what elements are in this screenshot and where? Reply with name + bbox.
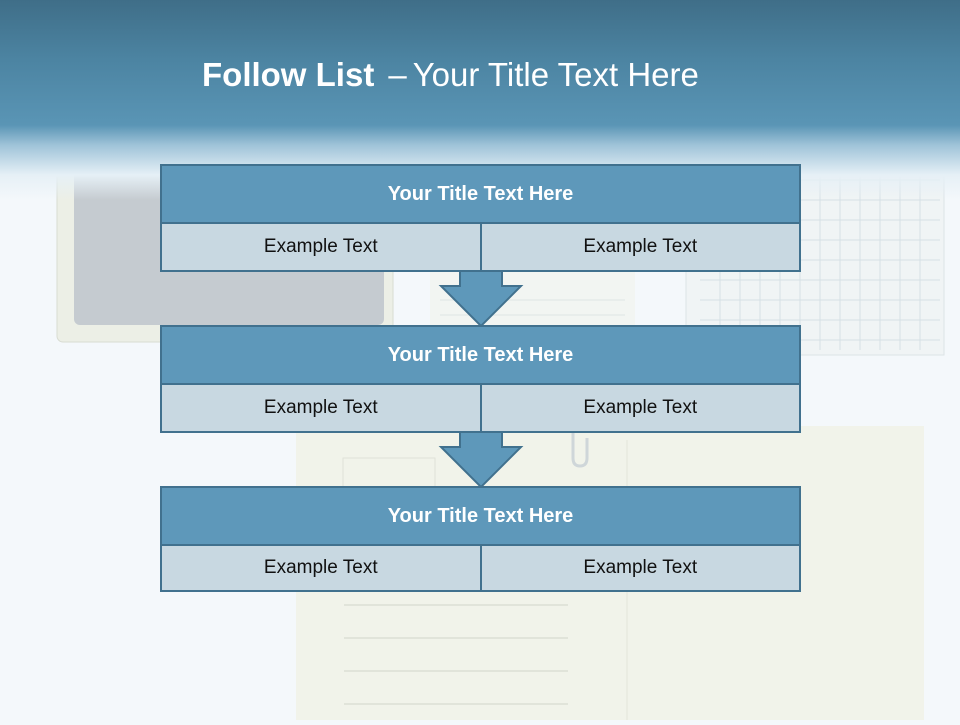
flow-cell-right: Example Text [583,236,698,257]
title-rest: Your Title Text Here [412,56,699,93]
flow-cell-right: Example Text [583,557,698,578]
flow-cell-left: Example Text [162,224,482,270]
flow-step-cells: Example Text Example Text [162,385,799,431]
flow-step-title: Your Title Text Here [162,488,799,546]
flow-cell-left: Example Text [162,546,482,590]
flow-step-2: Your Title Text Here Example Text Exampl… [160,325,801,433]
flow-cell-left: Example Text [162,385,482,431]
title-dash: – [388,56,407,93]
flow-step-title: Your Title Text Here [162,166,799,224]
title-bold-part: Follow List [202,56,375,93]
flow-step-1: Your Title Text Here Example Text Exampl… [160,164,801,272]
flow-step-cells: Example Text Example Text [162,224,799,270]
flow-cell-right: Example Text [583,397,698,418]
flow-step-cells: Example Text Example Text [162,546,799,590]
page-title: Follow List–Your Title Text Here [202,52,699,98]
flow-step-3: Your Title Text Here Example Text Exampl… [160,486,801,592]
flow-step-title: Your Title Text Here [162,327,799,385]
